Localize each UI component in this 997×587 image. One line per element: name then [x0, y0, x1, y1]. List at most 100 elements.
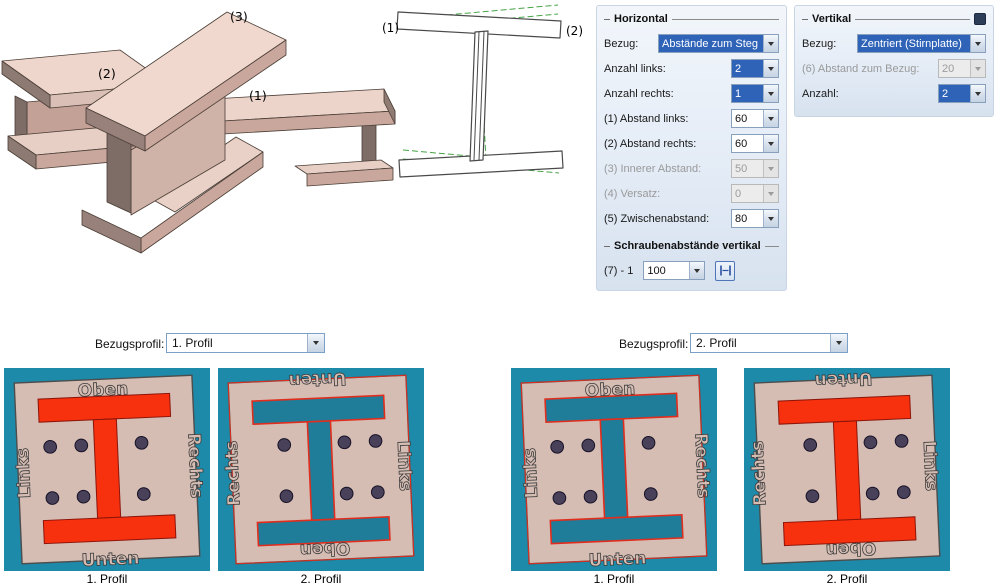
vertikal-panel: Vertikal Bezug:Zentriert (Stirnplatte)(6… [794, 5, 994, 117]
chevron-down-icon[interactable] [307, 334, 324, 352]
bezugsprofil-dropdown-left[interactable]: 1. Profil [166, 333, 325, 353]
bolt-icon [43, 440, 58, 454]
value-dropdown[interactable]: 2 [731, 59, 779, 78]
bolts [277, 434, 385, 503]
value-dropdown[interactable]: 60 [731, 134, 779, 153]
bolts [550, 436, 658, 505]
chevron-down-icon [970, 60, 985, 77]
group-header-horizontal: Horizontal [604, 10, 779, 28]
bolt-icon [136, 487, 151, 501]
bezugsprofil-dropdown-right[interactable]: 2. Profil [690, 333, 848, 353]
schematic-view: (1) (2) [382, 4, 583, 178]
vertical-spacing-dropdown[interactable]: 100 [643, 261, 706, 280]
chevron-down-icon[interactable] [763, 110, 778, 127]
field-label: Bezug: [802, 37, 837, 50]
bolt-icon [76, 489, 91, 504]
iso-label-2: (2) [98, 66, 116, 81]
value-dropdown[interactable]: 60 [731, 109, 779, 128]
reference-plate-outline [227, 374, 415, 565]
field-row: (2) Abstand rechts: 60 [604, 131, 779, 156]
value-dropdown: 50 [731, 159, 779, 178]
right-label: Rechts [690, 433, 713, 499]
chevron-down-icon[interactable] [763, 35, 778, 52]
pin-button[interactable] [974, 13, 986, 25]
value-dropdown[interactable]: 1 [731, 84, 779, 103]
field-row: (6) Abstand zum Bezug: 20 [802, 56, 986, 81]
chevron-down-icon[interactable] [763, 85, 778, 102]
schematic-label-1: (1) [382, 21, 399, 35]
bezug-dropdown[interactable]: Abstände zum Steg [658, 34, 779, 53]
bolt-icon [894, 434, 909, 448]
group-dash [604, 245, 610, 247]
group-title: Horizontal [614, 13, 668, 25]
dropdown-value: 2 [732, 60, 763, 77]
field-label: (6) Abstand zum Bezug: [802, 62, 920, 75]
field-row: (1) Abstand links: 60 [604, 106, 779, 131]
bottom-label: Unten [814, 368, 873, 390]
dropdown-value: 60 [732, 110, 763, 127]
field-row: (4) Versatz: 0 [604, 181, 779, 206]
schrauben-row: (7) - 1 100 [604, 258, 779, 283]
field-label: (5) Zwischenabstand: [604, 212, 710, 225]
chevron-down-icon [763, 160, 778, 177]
chevron-down-icon[interactable] [689, 262, 705, 279]
chevron-down-icon[interactable] [763, 210, 778, 227]
chevron-down-icon[interactable] [970, 85, 985, 102]
reference-profile [37, 392, 177, 545]
chevron-down-icon[interactable] [830, 334, 847, 352]
isometric-view: (3) (2) (1) [1, 9, 396, 254]
left-label: Links [520, 447, 542, 498]
bolt-icon [550, 440, 565, 454]
web-lines [473, 30, 485, 161]
group-header-schrauben: Schraubenabstände vertikal [604, 237, 779, 255]
chevron-down-icon[interactable] [970, 35, 985, 52]
field-label: (4) Versatz: [604, 187, 661, 200]
dropdown-value: 0 [732, 185, 763, 202]
field-row: (3) Innerer Abstand:50 [604, 156, 779, 181]
left-label: Links [13, 447, 35, 498]
right-label: Rechts [183, 433, 206, 499]
chevron-down-icon[interactable] [763, 60, 778, 77]
side-beam-1 [211, 88, 396, 187]
right-label: Rechts [222, 440, 245, 506]
bezug-dropdown[interactable]: Zentriert (Stirnplatte) [857, 34, 986, 53]
value-dropdown[interactable]: 80 [731, 209, 779, 228]
equal-spacing-button[interactable] [715, 260, 736, 281]
opposite-profile [251, 394, 391, 547]
left-label: Links [919, 440, 941, 491]
dropdown-value: 80 [732, 210, 763, 227]
bolt-icon [641, 436, 656, 450]
dropdown-value: 2. Profil [696, 336, 737, 350]
field-label: (2) Abstand rechts: [604, 137, 697, 150]
field-label: Anzahl: [802, 87, 839, 100]
bolt-icon [552, 491, 567, 505]
dropdown-value: 50 [732, 160, 763, 177]
bolt-icon [865, 486, 880, 501]
diagram-caption: 1. Profil [86, 572, 128, 586]
field-label: (7) - 1 [604, 264, 634, 277]
profile-outline [396, 11, 564, 178]
field-row: Bezug: Zentriert (Stirnplatte) [802, 31, 986, 56]
reference-plate-outline [520, 374, 708, 565]
reference-profile [777, 394, 917, 547]
schematic-label-2: (2) [566, 24, 583, 38]
bolt-icon [134, 436, 149, 450]
left-label: Links [393, 440, 415, 491]
value-dropdown[interactable]: 2 [938, 84, 986, 103]
bolt-icon [803, 438, 818, 452]
dropdown-value: 20 [939, 60, 970, 77]
dropdown-value: 2 [939, 85, 970, 102]
diagram-caption: 1. Profil [593, 572, 635, 586]
dropdown-value: 100 [644, 262, 690, 279]
field-label: (1) Abstand links: [604, 112, 689, 125]
field-row: (5) Zwischenabstand: 80 [604, 206, 779, 231]
bolt-icon [863, 435, 878, 450]
dropdown-value: Zentriert (Stirnplatte) [858, 35, 970, 52]
chevron-down-icon[interactable] [763, 135, 778, 152]
field-label: Anzahl links: [604, 62, 666, 75]
